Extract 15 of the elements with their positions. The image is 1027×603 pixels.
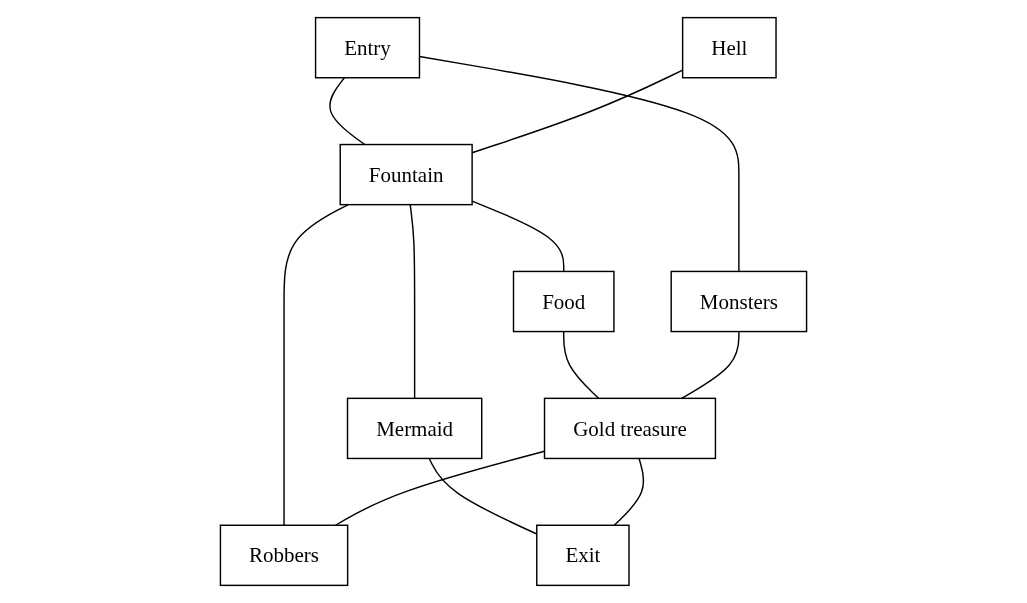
connector <box>563 330 600 400</box>
connector <box>329 77 366 146</box>
connector <box>283 203 350 526</box>
connector <box>613 457 645 526</box>
node-box: Fountain <box>339 143 473 206</box>
node-box: Hell <box>681 16 777 79</box>
node-box: Monsters <box>670 270 808 333</box>
node-box: Robbers <box>219 524 349 587</box>
node-box: Mermaid <box>346 397 483 460</box>
node-box: Entry <box>314 16 421 79</box>
node-box: Exit <box>536 524 630 587</box>
node-box: Food <box>512 270 615 333</box>
connector <box>409 203 416 400</box>
node-box: Gold treasure <box>543 397 717 460</box>
connector <box>680 330 740 400</box>
